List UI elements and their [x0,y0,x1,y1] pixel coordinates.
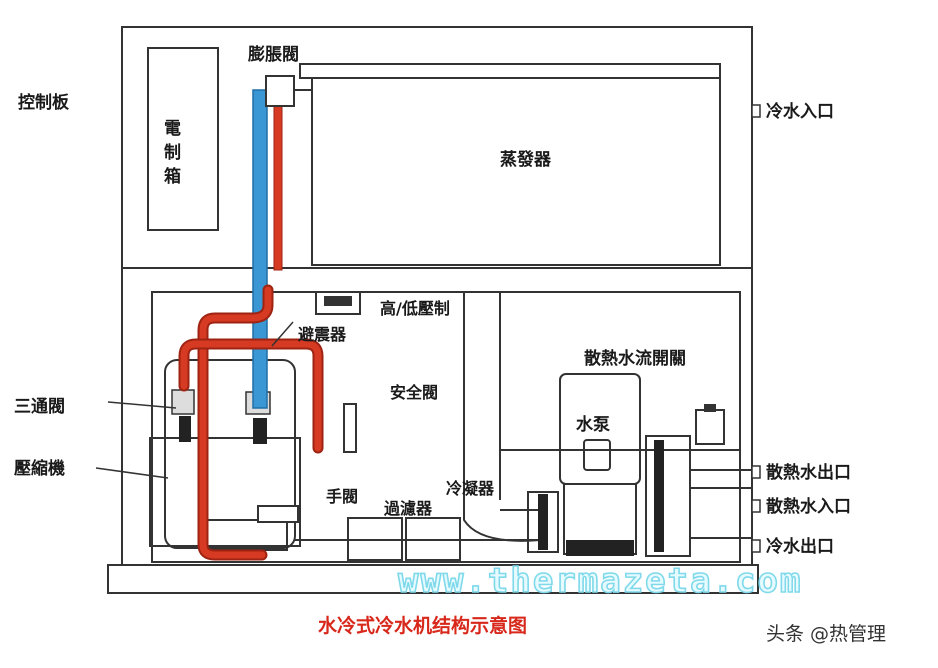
label-cooling-water-outlet: 散熱水出口 [766,462,851,483]
label-cooling-water-inlet: 散熱水入口 [766,496,851,517]
pump-flange-left [527,491,559,553]
evaporator-top-bar [299,63,721,79]
pump-flange-left-core [538,494,548,550]
evaporator [311,77,721,266]
liquid-line-red [273,99,283,271]
expansion-valve [265,75,295,107]
suction-line [252,89,268,409]
label-evaporator: 蒸發器 [500,149,552,170]
water-pump-base [566,540,634,556]
diagram-caption: 水冷式冷水机结构示意图 [318,614,527,637]
water-pump-window [583,439,611,471]
leader-three-way-valve [107,401,177,409]
cabinet-base [107,564,759,594]
valve-fitting-1 [179,416,191,442]
port-cooling-water-inlet [751,499,761,513]
label-electric-box-3: 箱 [164,166,181,187]
flow-switch [695,409,725,445]
condenser [463,292,541,542]
filter-2 [405,517,461,561]
source-tag: 头条 @热管理 [766,623,886,645]
valve-fitting-2 [253,418,267,444]
manual-valve-block [257,505,299,523]
label-electric-box-1: 電 [164,119,181,139]
leader-compressor [95,467,169,479]
compressor-body [164,359,296,549]
flow-switch-cap [704,404,716,412]
label-water-pump: 水泵 [576,414,610,435]
label-condenser: 冷凝器 [446,479,495,498]
label-filter: 過濾器 [383,499,433,518]
label-high-low-pressure: 高/低壓制 [380,299,450,318]
electric-box [147,47,219,231]
port-chilled-water-outlet [751,539,761,553]
label-three-way-valve: 三通閥 [14,397,65,417]
label-control-panel: 控制板 [18,92,70,113]
label-electric-box-2: 制 [164,142,181,163]
compressor-shell [149,437,301,547]
label-compressor: 壓縮機 [14,458,65,479]
label-chilled-water-inlet: 冷水入口 [766,101,834,122]
watermark: www.thermazeta.com [398,561,802,601]
pressure-switch-cap [324,296,352,306]
pump-flange-right [645,435,691,557]
label-accumulator: 避震器 [298,325,347,344]
port-chilled-water-inlet [751,104,761,118]
filter [347,517,403,561]
label-safety-valve: 安全閥 [390,383,438,402]
three-way-valve-1 [171,389,195,415]
label-manual-valve: 手閥 [326,487,358,506]
safety-valve [343,403,357,453]
label-expansion-valve: 膨脹閥 [248,44,299,65]
pump-flange-right-core [654,440,664,552]
leader-accumulator [271,321,294,347]
label-chilled-water-outlet: 冷水出口 [766,536,834,557]
port-cooling-water-outlet [751,465,761,479]
discharge-line-inner-fill [180,340,322,452]
discharge-line-outer-fill [199,286,272,559]
lower-compartment [151,291,741,563]
label-cooling-water-switch: 散熱水流開關 [584,348,686,369]
